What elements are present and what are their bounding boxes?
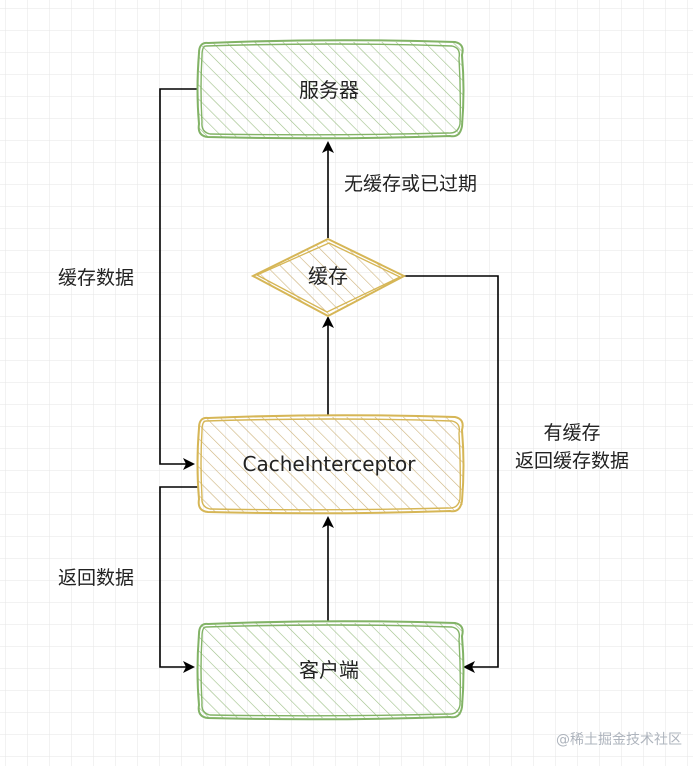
edge-label-return-cache-data: 返回缓存数据 [515, 450, 629, 472]
edge-label-no-cache: 无缓存或已过期 [344, 173, 477, 195]
node-server: 服务器 [196, 39, 465, 140]
edge-cache-to-client [402, 275, 499, 673]
edge-label-return-data: 返回数据 [58, 567, 134, 589]
node-client-label: 客户端 [299, 658, 359, 682]
edge-label-has-cache: 有缓存 [543, 422, 600, 444]
node-server-label: 服务器 [299, 78, 359, 102]
node-cache: 缓存 [250, 237, 407, 318]
edge-interceptor-to-client [159, 486, 198, 673]
node-interceptor-label: CacheInterceptor [243, 452, 417, 476]
edge-label-cache-data: 缓存数据 [58, 267, 134, 289]
node-cache-label: 缓存 [308, 264, 348, 288]
node-interceptor: CacheInterceptor [196, 414, 465, 515]
edge-server-to-interceptor [159, 88, 198, 470]
watermark: @稀土掘金技术社区 [556, 732, 682, 748]
node-client: 客户端 [196, 620, 465, 721]
